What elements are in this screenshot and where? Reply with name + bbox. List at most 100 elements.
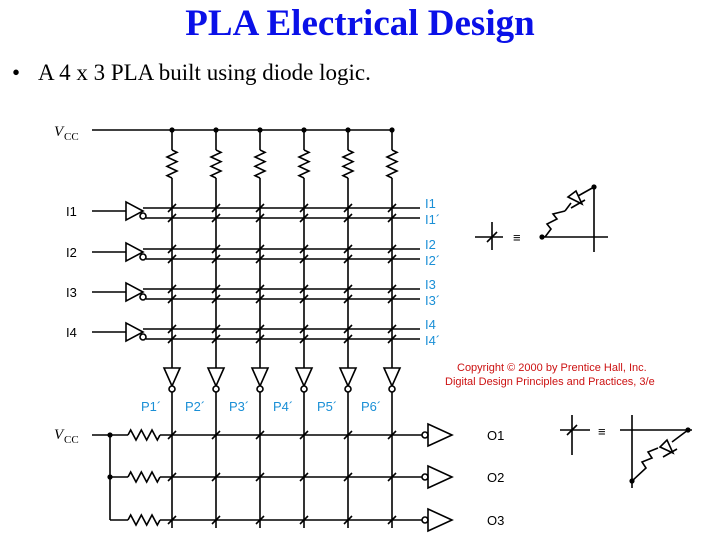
diode-mark (211, 213, 221, 223)
equiv-top-diode-bar (570, 199, 586, 209)
input-label: I3 (66, 285, 77, 300)
bullet-marker: • (12, 60, 21, 85)
equiv-top-mark (486, 231, 498, 243)
inverter-bubble (212, 385, 220, 393)
diode-mark (299, 430, 309, 440)
output-pullup-resistor (127, 470, 161, 484)
input-line-label: I3 (425, 277, 436, 292)
product-label: P2´ (185, 399, 205, 414)
input-inverting-bubble (139, 212, 147, 220)
input-line-label: I1´ (425, 212, 440, 227)
diode-mark (255, 284, 265, 294)
diode-mark (167, 294, 177, 304)
vcc-bottom-subscript: CC (64, 434, 79, 446)
diode-mark (299, 324, 309, 334)
diode-mark (255, 294, 265, 304)
product-label: P5´ (317, 399, 337, 414)
diode-mark (167, 203, 177, 213)
diode-mark (167, 324, 177, 334)
diode-mark (387, 203, 397, 213)
diode-mark (299, 244, 309, 254)
product-inverter (162, 367, 182, 388)
slide-title: PLA Electrical Design (185, 3, 535, 44)
diode-mark (211, 244, 221, 254)
output-buffer (427, 464, 454, 490)
inverter-bubble (344, 385, 352, 393)
diode-mark (387, 294, 397, 304)
diode-mark (167, 284, 177, 294)
vcc-top-subscript: CC (64, 131, 79, 143)
product-inverter (294, 367, 314, 388)
diode-mark (387, 472, 397, 482)
diode-mark (343, 294, 353, 304)
product-inverter (206, 367, 226, 388)
components (107, 127, 691, 533)
vcc-bottom-label: V (54, 427, 65, 443)
output-label: O3 (487, 513, 504, 528)
diode-mark (343, 284, 353, 294)
diode-mark (387, 284, 397, 294)
equiv-bottom-mark (566, 424, 578, 436)
input-line-label: I1 (425, 196, 436, 211)
diode-mark (211, 334, 221, 344)
input-label: I1 (66, 204, 77, 219)
vcc-top-label: V (54, 124, 65, 140)
equiv-bottom-symbol: ≡ (598, 424, 606, 439)
diode-mark (167, 213, 177, 223)
output-pullup-resistor (127, 428, 161, 442)
pullup-resistor (209, 149, 223, 179)
input-inverting-bubble (139, 293, 147, 301)
diode-mark (343, 324, 353, 334)
inverter-bubble (256, 385, 264, 393)
diode-mark (387, 213, 397, 223)
diode-mark (211, 472, 221, 482)
diode-mark (299, 334, 309, 344)
copyright-line-2: Digital Design Principles and Practices,… (445, 376, 655, 388)
vcc-junction-dot (345, 127, 351, 133)
diode-marks (167, 203, 578, 525)
diode-mark (299, 515, 309, 525)
diode-mark (255, 254, 265, 264)
output-buffer (427, 507, 454, 533)
output-pullup-resistor (127, 513, 161, 527)
diode-mark (255, 244, 265, 254)
equiv-top-resistor (544, 210, 566, 238)
diode-mark (299, 203, 309, 213)
vcc-junction-dot (213, 127, 219, 133)
diode-mark (343, 334, 353, 344)
output-label: O1 (487, 428, 504, 443)
product-label: P4´ (273, 399, 293, 414)
equiv-bottom-resistor (631, 447, 659, 482)
equiv-top-diode-lead (564, 186, 595, 212)
diode-mark (255, 472, 265, 482)
diode-mark (167, 244, 177, 254)
diode-mark (387, 334, 397, 344)
diode-mark (167, 472, 177, 482)
bullet-item: •A 4 x 3 PLA built using diode logic. (12, 59, 371, 87)
junction-dot (107, 432, 113, 438)
equiv-top-symbol: ≡ (513, 230, 521, 245)
copyright-line-1: Copyright © 2000 by Prentice Hall, Inc. (457, 362, 647, 374)
diode-mark (167, 254, 177, 264)
diode-mark (167, 515, 177, 525)
vcc-junction-dot (301, 127, 307, 133)
input-buffer (125, 241, 145, 263)
diode-mark (343, 430, 353, 440)
output-label: O2 (487, 470, 504, 485)
diode-mark (211, 254, 221, 264)
input-line-label: I4´ (425, 333, 440, 348)
output-bubble (421, 516, 429, 524)
diode-mark (255, 324, 265, 334)
diode-mark (387, 244, 397, 254)
diode-mark (343, 244, 353, 254)
diode-mark (255, 515, 265, 525)
vcc-junction-dot (169, 127, 175, 133)
product-inverter (382, 367, 402, 388)
inverter-bubble (388, 385, 396, 393)
input-inverting-bubble (139, 253, 147, 261)
input-inverting-bubble (139, 333, 147, 341)
pullup-resistor (341, 149, 355, 179)
input-line-label: I2´ (425, 253, 440, 268)
